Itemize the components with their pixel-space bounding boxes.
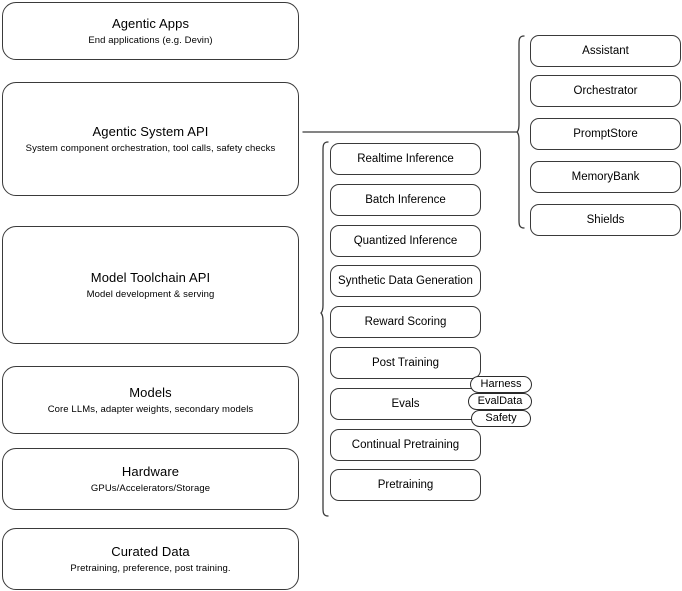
system-item-assistant[interactable]: Assistant xyxy=(530,35,681,67)
system-item-label: PromptStore xyxy=(573,128,638,140)
system-item-orchestrator[interactable]: Orchestrator xyxy=(530,75,681,107)
eval-badge-evaldata[interactable]: EvalData xyxy=(468,393,532,410)
toolchain-item-label: Reward Scoring xyxy=(364,316,447,328)
layer-subtitle: Model development & serving xyxy=(86,288,215,300)
layer-subtitle: System component orchestration, tool cal… xyxy=(25,142,276,154)
eval-badge-safety[interactable]: Safety xyxy=(471,410,531,427)
system-item-label: Shields xyxy=(586,214,625,226)
toolchain-item-synthetic-data-generation[interactable]: Synthetic Data Generation xyxy=(330,265,481,297)
toolchain-item-label: Quantized Inference xyxy=(353,235,458,247)
toolchain-item-reward-scoring[interactable]: Reward Scoring xyxy=(330,306,481,338)
toolchain-item-label: Continual Pretraining xyxy=(351,439,460,451)
toolchain-item-continual-pretraining[interactable]: Continual Pretraining xyxy=(330,429,481,461)
eval-badge-label: Harness xyxy=(480,378,522,390)
layer-agentic-system-api[interactable]: Agentic System API System component orch… xyxy=(2,82,299,196)
toolchain-item-label: Realtime Inference xyxy=(357,153,454,165)
eval-badge-label: Safety xyxy=(485,412,517,424)
layer-model-toolchain-api[interactable]: Model Toolchain API Model development & … xyxy=(2,226,299,344)
layer-title: Agentic Apps xyxy=(111,15,190,31)
layer-title: Hardware xyxy=(121,463,180,479)
toolchain-item-label: Post Training xyxy=(371,357,440,369)
toolchain-item-post-training[interactable]: Post Training xyxy=(330,347,481,379)
toolchain-item-batch-inference[interactable]: Batch Inference xyxy=(330,184,481,216)
eval-badge-harness[interactable]: Harness xyxy=(470,376,532,393)
system-item-label: Assistant xyxy=(582,45,629,57)
toolchain-item-label: Synthetic Data Generation xyxy=(338,275,473,287)
layer-agentic-apps[interactable]: Agentic Apps End applications (e.g. Devi… xyxy=(2,2,299,60)
system-item-label: Orchestrator xyxy=(573,85,638,97)
system-components-brace xyxy=(516,35,525,229)
layer-subtitle: Core LLMs, adapter weights, secondary mo… xyxy=(47,403,254,415)
layer-title: Model Toolchain API xyxy=(90,269,211,285)
toolchain-item-quantized-inference[interactable]: Quantized Inference xyxy=(330,225,481,257)
toolchain-item-label: Evals xyxy=(391,398,420,410)
system-item-shields[interactable]: Shields xyxy=(530,204,681,236)
system-item-label: MemoryBank xyxy=(571,171,640,183)
toolchain-item-pretraining[interactable]: Pretraining xyxy=(330,469,481,501)
layer-models[interactable]: Models Core LLMs, adapter weights, secon… xyxy=(2,366,299,434)
layer-title: Agentic System API xyxy=(92,123,209,139)
toolchain-item-realtime-inference[interactable]: Realtime Inference xyxy=(330,143,481,175)
toolchain-item-label: Pretraining xyxy=(377,479,434,491)
toolchain-item-evals[interactable]: Evals xyxy=(330,388,481,420)
layer-hardware[interactable]: Hardware GPUs/Accelerators/Storage xyxy=(2,448,299,510)
layer-subtitle: Pretraining, preference, post training. xyxy=(70,562,231,574)
layer-subtitle: End applications (e.g. Devin) xyxy=(88,34,213,46)
toolchain-item-label: Batch Inference xyxy=(365,194,446,206)
layer-title: Curated Data xyxy=(111,543,190,559)
eval-badge-label: EvalData xyxy=(477,395,523,407)
layer-title: Models xyxy=(129,384,172,400)
layer-subtitle: GPUs/Accelerators/Storage xyxy=(90,482,211,494)
toolchain-components-brace xyxy=(320,141,329,517)
system-item-memorybank[interactable]: MemoryBank xyxy=(530,161,681,193)
system-item-promptstore[interactable]: PromptStore xyxy=(530,118,681,150)
layer-curated-data[interactable]: Curated Data Pretraining, preference, po… xyxy=(2,528,299,590)
